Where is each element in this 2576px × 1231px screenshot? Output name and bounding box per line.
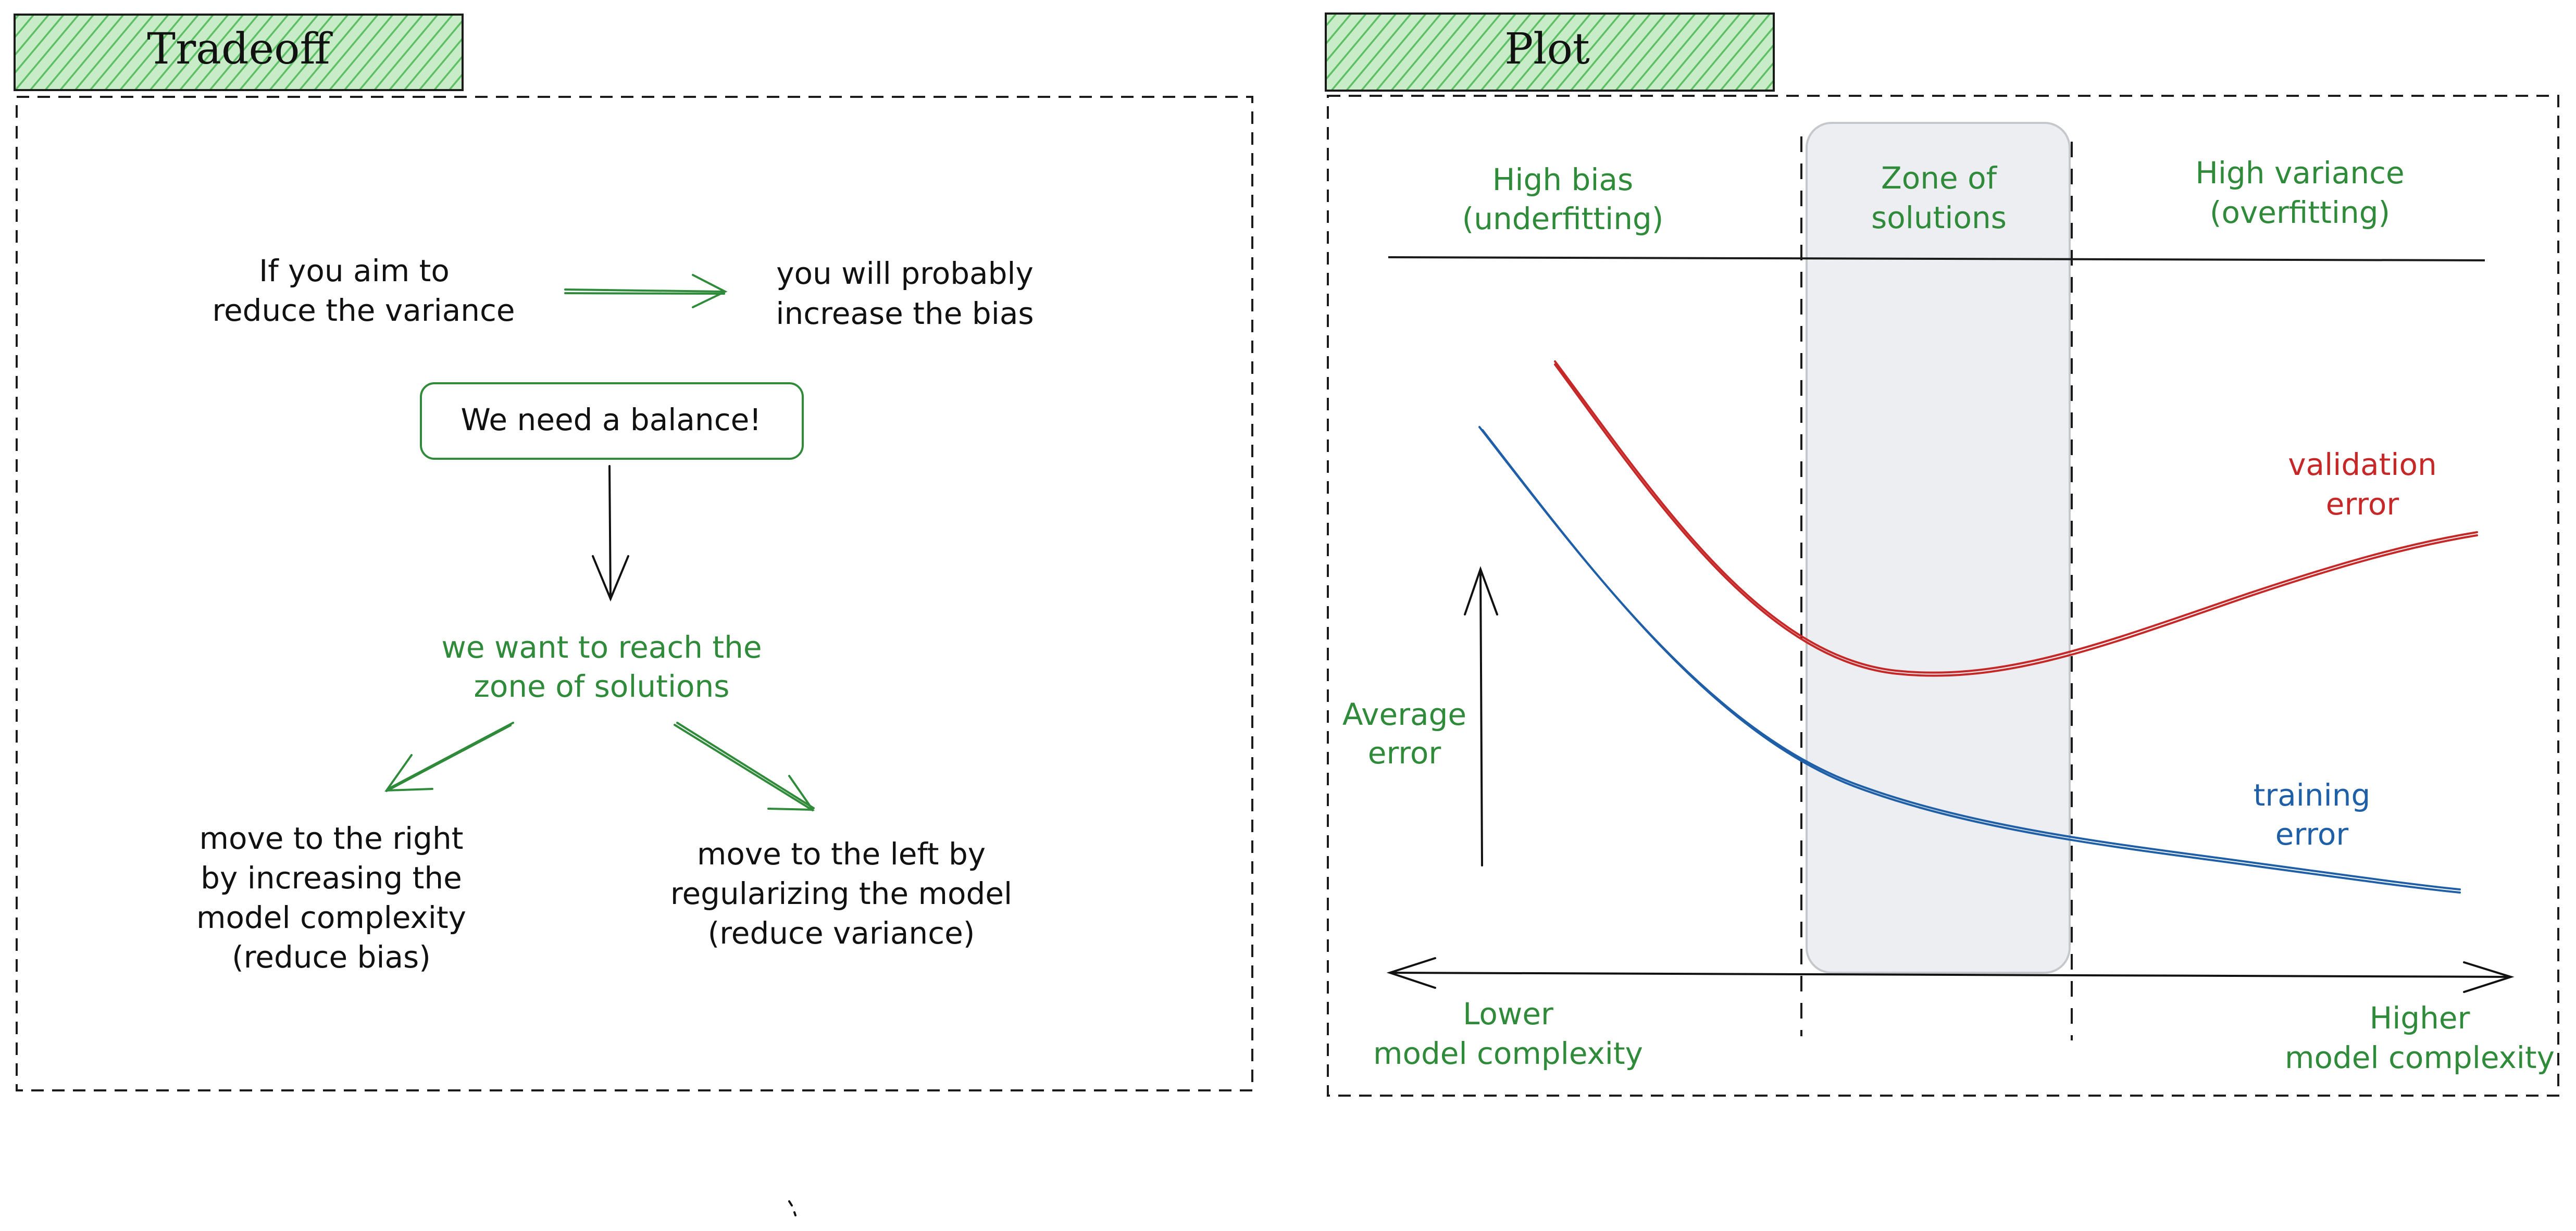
x-axis-arrow: [1386, 957, 2515, 993]
right-line-2: by increasing the: [201, 860, 462, 896]
validation-label-line-2: error: [2326, 486, 2399, 522]
training-label-line-2: error: [2275, 817, 2349, 852]
left-line-1: move to the left by: [697, 836, 986, 872]
y-label-line-2: error: [1368, 735, 1441, 771]
zone-line-1: Zone of: [1881, 160, 1998, 196]
left-line-2: regularizing the model: [670, 876, 1012, 911]
lower-line-1: Lower: [1463, 996, 1553, 1032]
then-line-2: increase the bias: [776, 296, 1034, 331]
high-bias-line-2: (underfitting): [1462, 201, 1664, 236]
zone-of-solutions-band: [1806, 122, 2071, 974]
validation-label-line-1: validation: [2288, 447, 2437, 482]
validation-error-curve: [1554, 360, 2478, 677]
high-bias-line-1: High bias: [1492, 162, 1633, 197]
plot-frame: [1327, 95, 2559, 1097]
tradeoff-title: Tradeoff: [147, 24, 333, 74]
zone-line-2: solutions: [1871, 200, 2007, 235]
plot-section: Plot High bias (underfitting) Zone of so…: [1325, 12, 2559, 1097]
down-arrow: [592, 465, 629, 602]
if-line-1: If you aim to: [259, 253, 450, 288]
plot-title: Plot: [1504, 24, 1590, 74]
reach-line-2: zone of solutions: [474, 669, 729, 704]
header-divider: [1388, 256, 2485, 261]
tradeoff-title-tab: Tradeoff: [14, 14, 464, 91]
right-line-3: model complexity: [196, 900, 466, 935]
if-line-2: reduce the variance: [212, 293, 515, 328]
training-error-curve: [1478, 426, 2461, 894]
right-line-1: move to the right: [200, 821, 464, 856]
balance-label: We need a balance!: [461, 402, 761, 437]
lower-line-2: model complexity: [1373, 1036, 1643, 1071]
higher-line-1: Higher: [2370, 1000, 2470, 1036]
stray-mark: [788, 1200, 797, 1216]
implies-arrow: [564, 274, 728, 308]
tradeoff-frame: [16, 96, 1253, 1091]
tradeoff-section: Tradeoff If you aim to reduce the varian…: [14, 14, 1253, 1091]
plot-title-tab: Plot: [1325, 12, 1775, 92]
reach-line-1: we want to reach the: [441, 630, 762, 665]
left-line-3: (reduce variance): [708, 915, 975, 951]
training-label-line-1: training: [2254, 777, 2371, 813]
y-label-line-1: Average: [1342, 697, 1466, 732]
right-branch-arrow: [674, 722, 815, 811]
higher-line-2: model complexity: [2285, 1040, 2555, 1075]
right-line-4: (reduce bias): [232, 939, 431, 975]
then-line-1: you will probably: [776, 256, 1034, 291]
high-variance-line-1: High variance: [2195, 155, 2404, 191]
left-branch-arrow: [384, 722, 514, 792]
high-variance-line-2: (overfitting): [2210, 195, 2390, 230]
balance-box: We need a balance!: [420, 382, 804, 460]
y-axis-arrow: [1464, 566, 1498, 866]
